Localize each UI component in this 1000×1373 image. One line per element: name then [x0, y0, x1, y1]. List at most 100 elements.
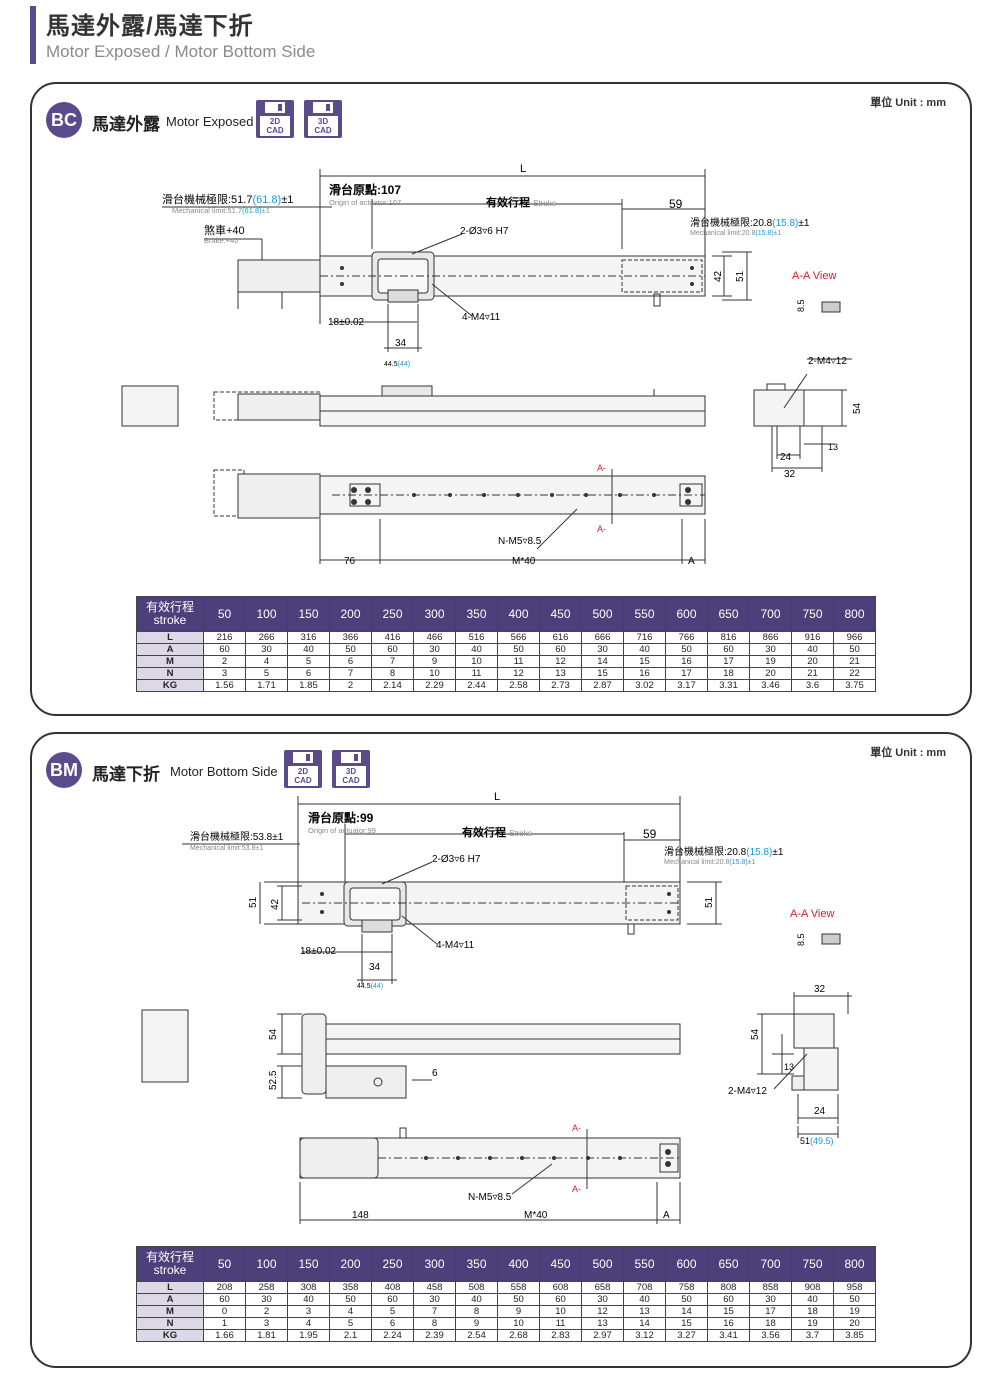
table-cell: 2.39: [413, 1329, 456, 1342]
table-cell: 1: [203, 1317, 246, 1330]
m4-spec: 4-M4▿11: [462, 312, 501, 323]
table-cell: 616: [539, 631, 582, 644]
table-cell: 816: [707, 631, 750, 644]
table-cell: 458: [413, 1281, 456, 1294]
nm5-spec: N-M5▿8.5: [468, 1192, 512, 1203]
table-cell: 8: [413, 1317, 456, 1330]
table-cell: 2.24: [371, 1329, 414, 1342]
dim-44-5: 44.5(44): [384, 361, 410, 368]
table-cell: 416: [371, 631, 414, 644]
table-cell: 2.68: [497, 1329, 540, 1342]
table-cell: 60: [203, 643, 246, 656]
section-title-en: Motor Exposed: [166, 114, 254, 129]
table-cell: 608: [539, 1281, 582, 1294]
dim-42: 42: [270, 898, 281, 910]
table-cell: 40: [455, 1293, 498, 1306]
table-cell: 208: [203, 1281, 246, 1294]
table-cell: 2.29: [413, 679, 456, 692]
table-cell: 3: [287, 1305, 330, 1318]
table-cell: 60: [707, 643, 750, 656]
table-header-stroke-col: 700: [749, 596, 792, 632]
mech-limit-right: 滑台機械極限:20.8(15.8)±1: [664, 845, 784, 858]
table-cell: 60: [203, 1293, 246, 1306]
dim-148: 148: [352, 1210, 369, 1221]
table-cell: 10: [455, 655, 498, 668]
table-cell: 13: [581, 1317, 624, 1330]
table-cell: 1.85: [287, 679, 330, 692]
table-cell: 12: [497, 667, 540, 680]
dim-18: 18±0.02: [328, 317, 365, 328]
table-cell: 14: [665, 1305, 708, 1318]
dim-76: 76: [344, 556, 356, 567]
table-cell: 30: [581, 643, 624, 656]
table-cell: 2.54: [455, 1329, 498, 1342]
origin-label: 滑台原點:107: [329, 182, 401, 197]
table-cell: 866: [749, 631, 792, 644]
table-header-stroke-col: 350: [455, 1246, 498, 1282]
dim-18: 18±0.02: [300, 946, 337, 957]
table-header-stroke-col: 500: [581, 596, 624, 632]
table-cell: 958: [833, 1281, 876, 1294]
table-cell: 16: [623, 667, 666, 680]
table-header-stroke-col: 700: [749, 1246, 792, 1282]
table-cell: 7: [413, 1305, 456, 1318]
table-cell: 3.12: [623, 1329, 666, 1342]
table-cell: 21: [791, 667, 834, 680]
table-header-stroke-col: 800: [833, 1246, 876, 1282]
table-cell: 17: [707, 655, 750, 668]
table-header-stroke-col: 400: [497, 596, 540, 632]
hole-spec: 2-Ø3▿6 H7: [460, 226, 509, 237]
section-title: 馬達外露: [92, 115, 160, 134]
table-cell: 716: [623, 631, 666, 644]
table-cell: 19: [791, 1317, 834, 1330]
table-cell: 30: [749, 643, 792, 656]
table-cell: 5: [371, 1305, 414, 1318]
motor-bottom-side-drawing: L 滑台原點:99 Origin of actuator:99 滑台機械極限:5…: [141, 791, 852, 1224]
table-cell: 40: [287, 643, 330, 656]
table-cell: 9: [413, 655, 456, 668]
table-cell: 30: [581, 1293, 624, 1306]
dim-L: L: [494, 791, 500, 803]
table-cell: 4: [245, 655, 288, 668]
dim-52-5: 52.5: [268, 1070, 279, 1090]
section-a-top: A-: [597, 463, 606, 473]
table-cell: 21: [833, 655, 876, 668]
table-cell: 50: [833, 1293, 876, 1306]
origin-label: 滑台原點:99: [308, 810, 374, 825]
table-cell: 466: [413, 631, 456, 644]
table-row-key: L: [136, 631, 204, 644]
aa-view-label: A-A View: [790, 908, 834, 920]
table-cell: 40: [623, 643, 666, 656]
table-cell: 966: [833, 631, 876, 644]
m4-12-spec: 2-M4▿12: [728, 1086, 767, 1097]
table-cell: 18: [791, 1305, 834, 1318]
table-cell: 10: [413, 667, 456, 680]
table-cell: 15: [665, 1317, 708, 1330]
table-header-stroke-col: 150: [287, 596, 330, 632]
table-cell: 16: [707, 1317, 750, 1330]
table-row-key: N: [136, 667, 204, 680]
table-header-stroke-col: 300: [413, 1246, 456, 1282]
table-header-stroke-col: 300: [413, 596, 456, 632]
table-cell: 658: [581, 1281, 624, 1294]
table-cell: 14: [623, 1317, 666, 1330]
table-cell: 13: [539, 667, 582, 680]
table-header-stroke-col: 200: [329, 596, 372, 632]
unit-label: 單位 Unit : mm: [870, 747, 946, 759]
table-cell: 566: [497, 631, 540, 644]
dim-51-left: 51: [248, 896, 259, 908]
table-cell: 4: [287, 1317, 330, 1330]
dim-44-5: 44.5(44): [357, 983, 383, 990]
table-cell: 5: [329, 1317, 372, 1330]
table-header-stroke-col: 550: [623, 596, 666, 632]
m4-spec: 4-M4▿11: [436, 940, 475, 951]
table-cell: 12: [581, 1305, 624, 1318]
table-cell: 15: [581, 667, 624, 680]
